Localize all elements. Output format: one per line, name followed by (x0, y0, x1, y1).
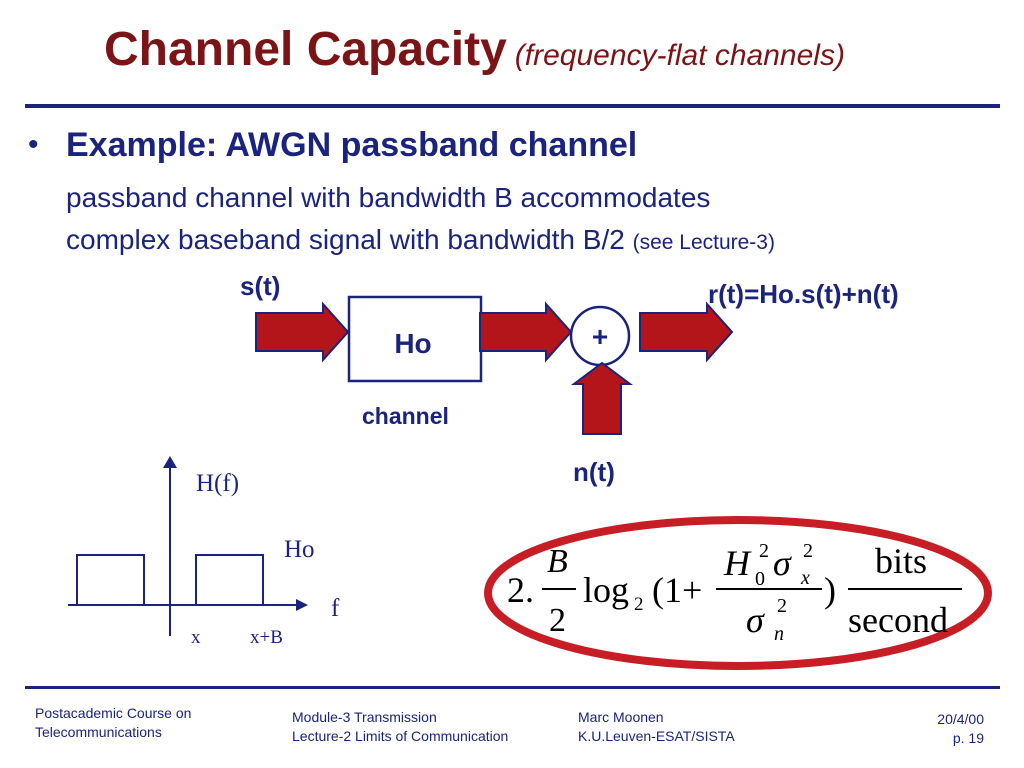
footer-date-page: 20/4/00 p. 19 (937, 710, 984, 748)
footer-page-number: p. 19 (952, 730, 984, 746)
formula-open-paren: (1+ (652, 570, 702, 610)
channel-caption: channel (362, 403, 449, 429)
footer-author: Marc Moonen K.U.Leuven-ESAT/SISTA (578, 708, 735, 746)
slide-title: Channel Capacity(frequency-flat channels… (104, 22, 845, 77)
footer-author-line-2: K.U.Leuven-ESAT/SISTA (578, 728, 735, 744)
plot-level-label: Ho (284, 536, 315, 563)
output-arrow (639, 301, 734, 363)
formula-highlight-ellipse (484, 516, 992, 670)
formula-factor: 2. (507, 570, 534, 610)
formula-num-h: H (723, 543, 752, 583)
formula-log: log (583, 570, 629, 610)
footer-divider (25, 686, 1000, 689)
capacity-formula: 2. B 2 log 2 (1+ H 2 0 σ 2 x σ 2 n ) bit… (507, 540, 962, 645)
formula-frac-numerator: B (547, 543, 568, 580)
formula-sigma-n-sub: n (774, 623, 784, 645)
formula-num-h-sub: 0 (755, 568, 765, 590)
formula-unit-numerator: bits (875, 541, 927, 581)
formula-sigma-n-sup: 2 (777, 595, 787, 617)
spectrum-band-left (76, 554, 145, 606)
formula-unit-denominator: second (848, 600, 948, 640)
formula-den-sigma: σ (746, 600, 765, 640)
spectrum-band-right (195, 554, 264, 606)
footer-author-line-1: Marc Moonen (578, 709, 664, 725)
input-arrow (255, 301, 350, 363)
channel-block (347, 295, 483, 383)
footer-module-line-1: Module-3 Transmission (292, 709, 437, 725)
body-line-1: passband channel with bandwidth B accomm… (66, 182, 711, 213)
formula-frac-denominator: 2 (549, 602, 566, 639)
title-subtitle: (frequency-flat channels) (514, 39, 845, 72)
body-line-2-text: complex baseband signal with bandwidth B… (66, 224, 625, 255)
adder-symbol: + (592, 321, 608, 352)
middle-arrow (479, 301, 573, 363)
formula-close-paren: ) (824, 570, 836, 610)
plot-tick-x-plus-b: x+B (250, 627, 283, 648)
footer-course: Postacademic Course on Telecommunication… (35, 704, 191, 742)
input-signal-label: s(t) (240, 271, 280, 301)
formula-sigma-x-sup: 2 (803, 540, 813, 562)
plot-y-label: H(f) (196, 470, 239, 497)
plot-y-arrowhead (163, 456, 177, 468)
footer-module: Module-3 Transmission Lecture-2 Limits o… (292, 708, 508, 746)
noise-arrow (571, 361, 633, 435)
formula-num-h-sup: 2 (759, 540, 769, 562)
plot-x-label: f (331, 595, 340, 622)
title-main: Channel Capacity (104, 23, 507, 76)
formula-log-base: 2 (634, 594, 644, 615)
footer-date: 20/4/00 (937, 711, 984, 727)
bullet-icon: • (28, 128, 39, 161)
formula-num-sigma: σ (773, 543, 792, 583)
title-divider (25, 104, 1000, 108)
formula-sigma-x-sub: x (800, 567, 810, 589)
footer-course-line-2: Telecommunications (35, 724, 162, 740)
footer-course-line-1: Postacademic Course on (35, 705, 192, 721)
bullet-heading: Example: AWGN passband channel (66, 126, 638, 164)
noise-label: n(t) (573, 457, 615, 487)
plot-tick-x: x (191, 627, 201, 648)
plot-x-arrowhead (296, 599, 308, 611)
body-line-2-note: (see Lecture-3) (632, 231, 775, 254)
channel-block-label: Ho (394, 328, 431, 359)
body-line-2: complex baseband signal with bandwidth B… (66, 224, 775, 256)
footer-module-line-2: Lecture-2 Limits of Communication (292, 728, 509, 744)
output-signal-label: r(t)=Ho.s(t)+n(t) (708, 279, 899, 309)
